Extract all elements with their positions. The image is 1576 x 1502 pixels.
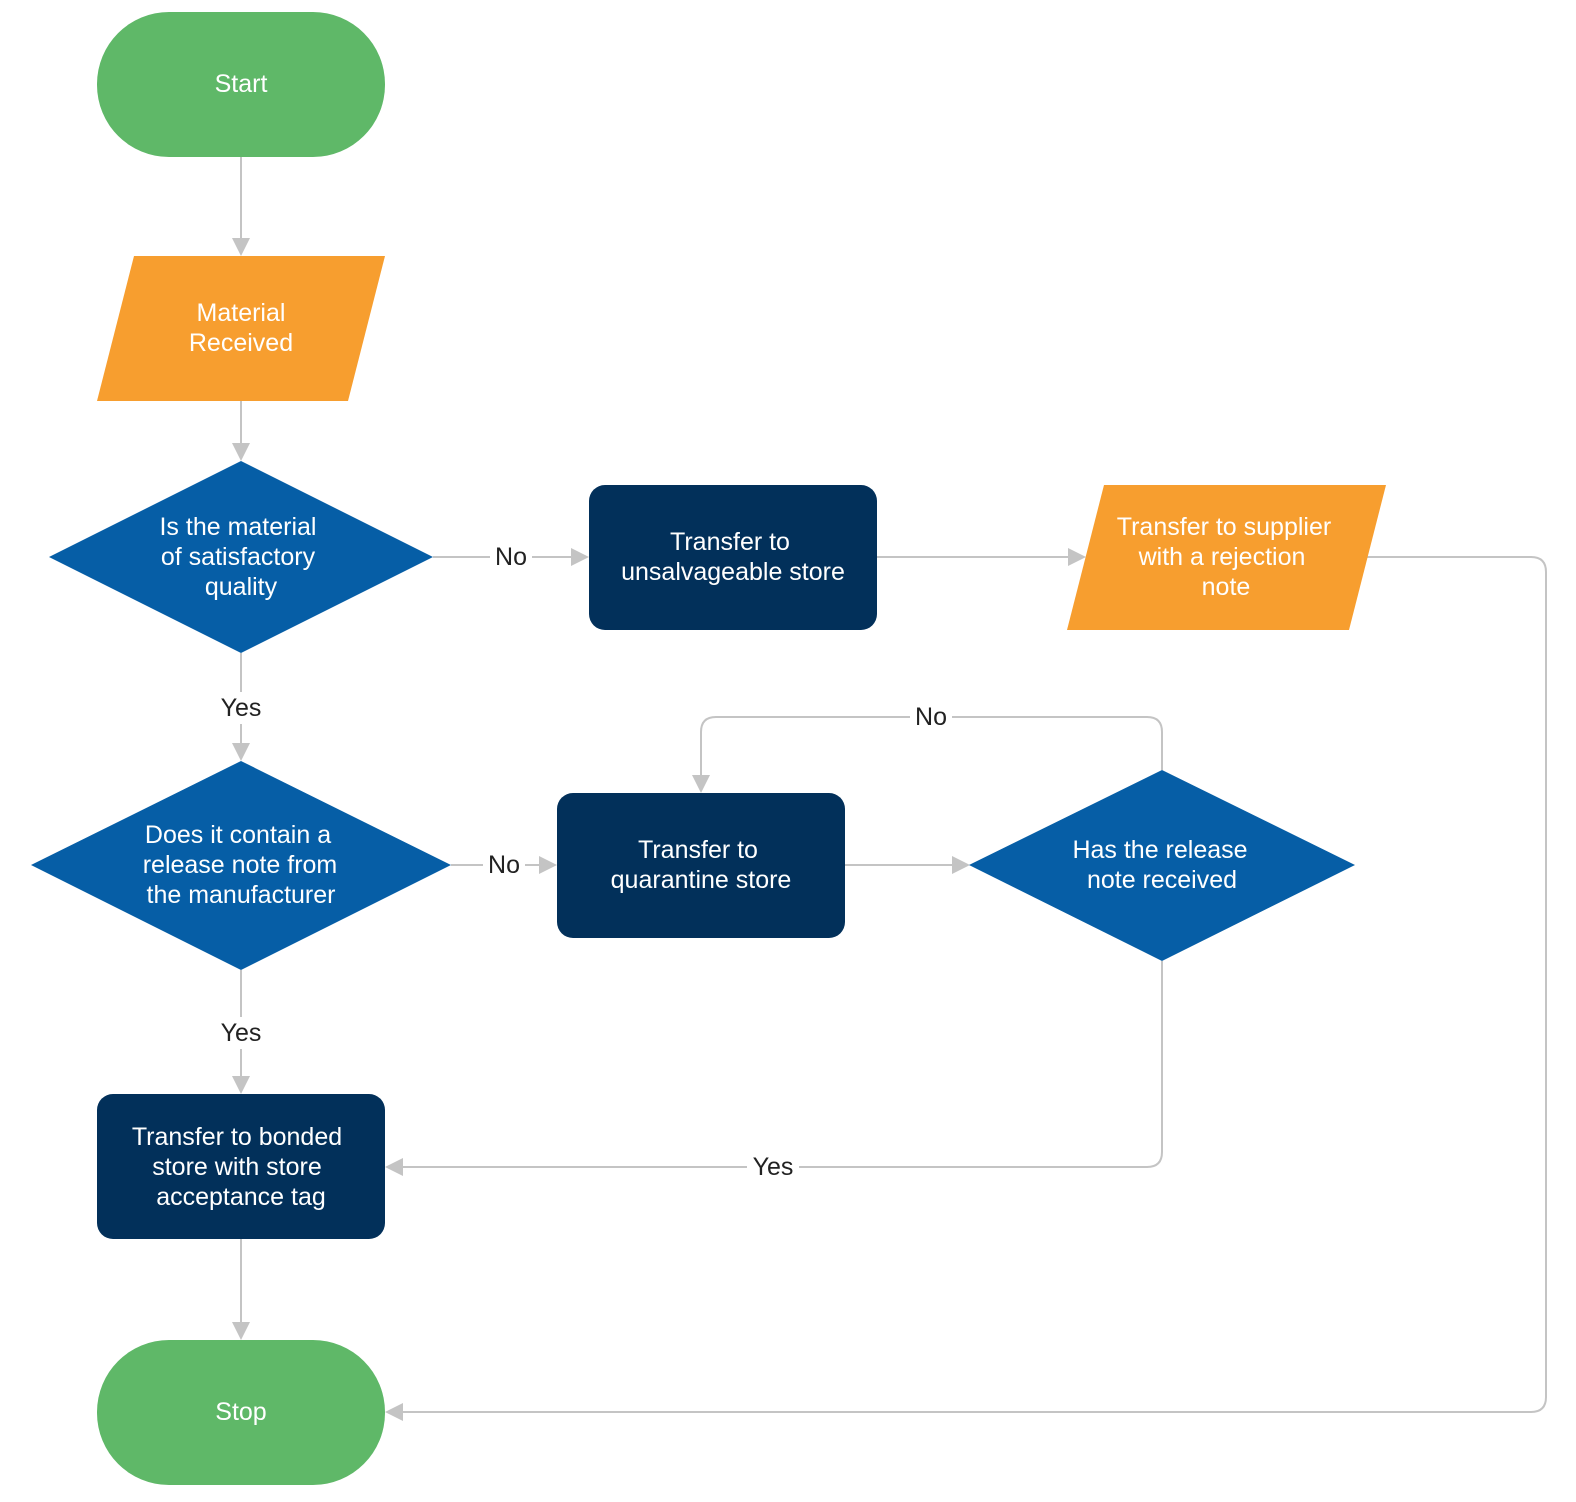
arrowhead <box>232 238 250 256</box>
quality-check-label: quality <box>205 573 278 601</box>
edge-label-received-yes: Yes <box>753 1153 794 1181</box>
bonded-store-label: acceptance tag <box>156 1183 326 1211</box>
stop-terminal <box>97 1340 385 1485</box>
unsalvageable-store-process <box>589 485 877 630</box>
bonded-store-process <box>97 1094 385 1239</box>
arrowhead <box>571 548 589 566</box>
release-received-label: Has the release <box>1072 836 1247 864</box>
unsalvageable-store-label: Transfer to <box>670 528 790 556</box>
edge-supplier-to-stop <box>401 556 1547 1413</box>
supplier-rejection-label: Transfer to supplier <box>1117 513 1331 541</box>
edge-label-received-no: No <box>915 703 947 731</box>
arrowhead <box>952 856 970 874</box>
release-note-label: release note from <box>143 851 338 879</box>
supplier-rejection-output <box>1067 485 1386 630</box>
bonded-store-label: store with store <box>152 1153 322 1181</box>
quarantine-store-label: quarantine store <box>611 866 792 894</box>
arrowhead <box>385 1403 403 1421</box>
release-note-label: the manufacturer <box>147 881 336 909</box>
quality-check-decision <box>49 461 433 653</box>
bonded-store-label: Transfer to bonded <box>132 1123 342 1151</box>
edge-received-yes <box>401 961 1163 1168</box>
release-received-label: note received <box>1087 866 1237 894</box>
unsalvageable-store-label: unsalvageable store <box>621 558 845 586</box>
edge-label-quality-no: No <box>495 543 527 571</box>
arrowhead <box>232 1076 250 1094</box>
material-received-input <box>97 256 385 401</box>
stop-label: Stop <box>215 1398 266 1426</box>
release-note-label: Does it contain a <box>145 821 331 849</box>
quarantine-store-process <box>557 793 845 938</box>
arrowhead <box>232 443 250 461</box>
quarantine-store-label: Transfer to <box>638 836 758 864</box>
arrowhead <box>692 775 710 793</box>
arrowhead <box>232 1322 250 1340</box>
arrowhead <box>385 1158 403 1176</box>
edge-labels: No Yes No Yes No Yes <box>215 541 952 1183</box>
supplier-rejection-label: note <box>1202 573 1251 601</box>
arrowhead <box>232 743 250 761</box>
arrowhead <box>1068 548 1086 566</box>
quality-check-label: Is the material <box>159 513 316 541</box>
supplier-rejection-label: with a rejection <box>1138 543 1306 571</box>
connectors <box>232 157 1547 1421</box>
arrowhead <box>539 856 557 874</box>
material-received-label: Material <box>197 299 286 327</box>
edge-label-release-yes: Yes <box>221 1019 262 1047</box>
edge-label-quality-yes: Yes <box>221 694 262 722</box>
start-terminal <box>97 12 385 157</box>
nodes: Start Material Received Is the material … <box>31 12 1386 1485</box>
quality-check-label: of satisfactory <box>161 543 316 571</box>
edge-label-release-no: No <box>488 851 520 879</box>
release-note-decision <box>31 761 451 970</box>
release-received-decision <box>969 770 1355 961</box>
start-label: Start <box>215 70 268 98</box>
material-received-label: Received <box>189 329 293 357</box>
